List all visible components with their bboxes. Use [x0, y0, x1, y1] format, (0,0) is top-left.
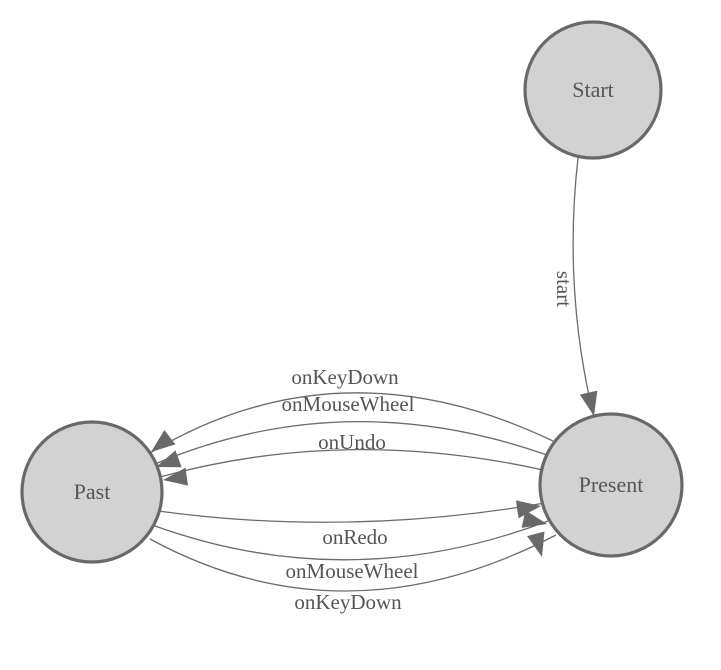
transition-label-onkeydown-bottom: onKeyDown [294, 590, 402, 614]
arrowhead-onmousewheel-at-present-icon [521, 510, 547, 528]
transition-label-onundo: onUndo [318, 430, 386, 454]
arrowhead-onredo-at-present-icon [515, 500, 541, 519]
state-circle-present[interactable] [538, 412, 684, 558]
transition-label-onredo: onRedo [322, 525, 387, 549]
arrowhead-start-to-present-icon [579, 390, 598, 416]
transition-label-onmousewheel-bottom: onMouseWheel [286, 559, 419, 583]
arrowhead-onkeydown-at-present-icon [527, 531, 545, 557]
transition-onmousewheel-to-present[interactable] [154, 520, 549, 561]
arrowhead-onmousewheel-at-past-icon [156, 450, 182, 468]
transition-start[interactable] [572, 157, 595, 419]
state-node-past[interactable]: Past [20, 420, 164, 564]
state-node-start[interactable]: Start [523, 20, 663, 160]
state-circle-past[interactable] [20, 420, 164, 564]
transition-label-onkeydown-top: onKeyDown [291, 365, 399, 389]
transition-onkeydown-to-past[interactable] [149, 392, 554, 454]
transition-onundo-to-past[interactable] [159, 448, 544, 478]
transition-label-onmousewheel-top: onMouseWheel [282, 392, 415, 416]
state-label-present: Present [579, 472, 644, 497]
state-node-present[interactable]: Present [538, 412, 684, 558]
transition-onredo-to-present[interactable] [157, 502, 546, 523]
arrowhead-onundo-at-past-icon [163, 467, 189, 486]
state-label-start: Start [572, 77, 614, 102]
state-circle-start[interactable] [523, 20, 663, 160]
transition-onkeydown-to-present[interactable] [149, 534, 557, 592]
transition-label-start: start [552, 271, 576, 307]
state-label-past: Past [74, 479, 111, 504]
arrowhead-onkeydown-at-past-icon [151, 430, 176, 452]
transition-onmousewheel-to-past[interactable] [154, 420, 548, 465]
